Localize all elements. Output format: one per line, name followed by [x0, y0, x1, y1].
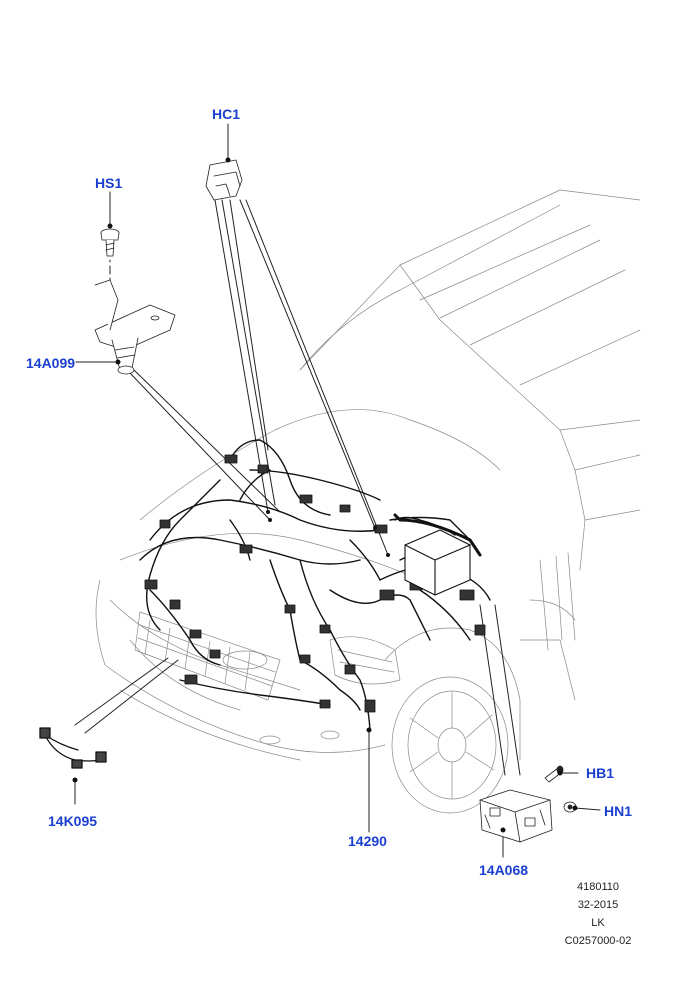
info-line-3: LK: [591, 917, 605, 929]
callout-dots: [72, 157, 578, 833]
callout-14k095[interactable]: 14K095: [48, 813, 98, 829]
hc1-clip-part: [205, 159, 243, 201]
callout-hs1[interactable]: HS1: [95, 175, 123, 191]
bracket-14a068-part: [479, 789, 553, 843]
hs1-screw-part: [100, 228, 120, 257]
leader-lines: [74, 123, 601, 858]
illustration-info: 4180110 32-2015 LK C0257000-02: [548, 878, 648, 950]
callout-hn1[interactable]: HN1: [604, 803, 633, 819]
callout-hc1[interactable]: HC1: [212, 106, 241, 122]
info-line-4: C0257000-02: [564, 935, 632, 947]
vehicle-body: [95, 189, 641, 814]
info-line-1: 4180110: [576, 881, 619, 893]
callout-14a099[interactable]: 14A099: [26, 355, 76, 371]
info-line-2: 32-2015: [577, 899, 619, 911]
junction-box: [393, 513, 482, 596]
callout-hb1[interactable]: HB1: [586, 765, 615, 781]
callout-14290[interactable]: 14290: [348, 833, 387, 849]
callout-14a068[interactable]: 14A068: [479, 862, 529, 878]
harness-14k095-part: [39, 727, 107, 769]
bracket-14a099-part: [94, 279, 176, 375]
